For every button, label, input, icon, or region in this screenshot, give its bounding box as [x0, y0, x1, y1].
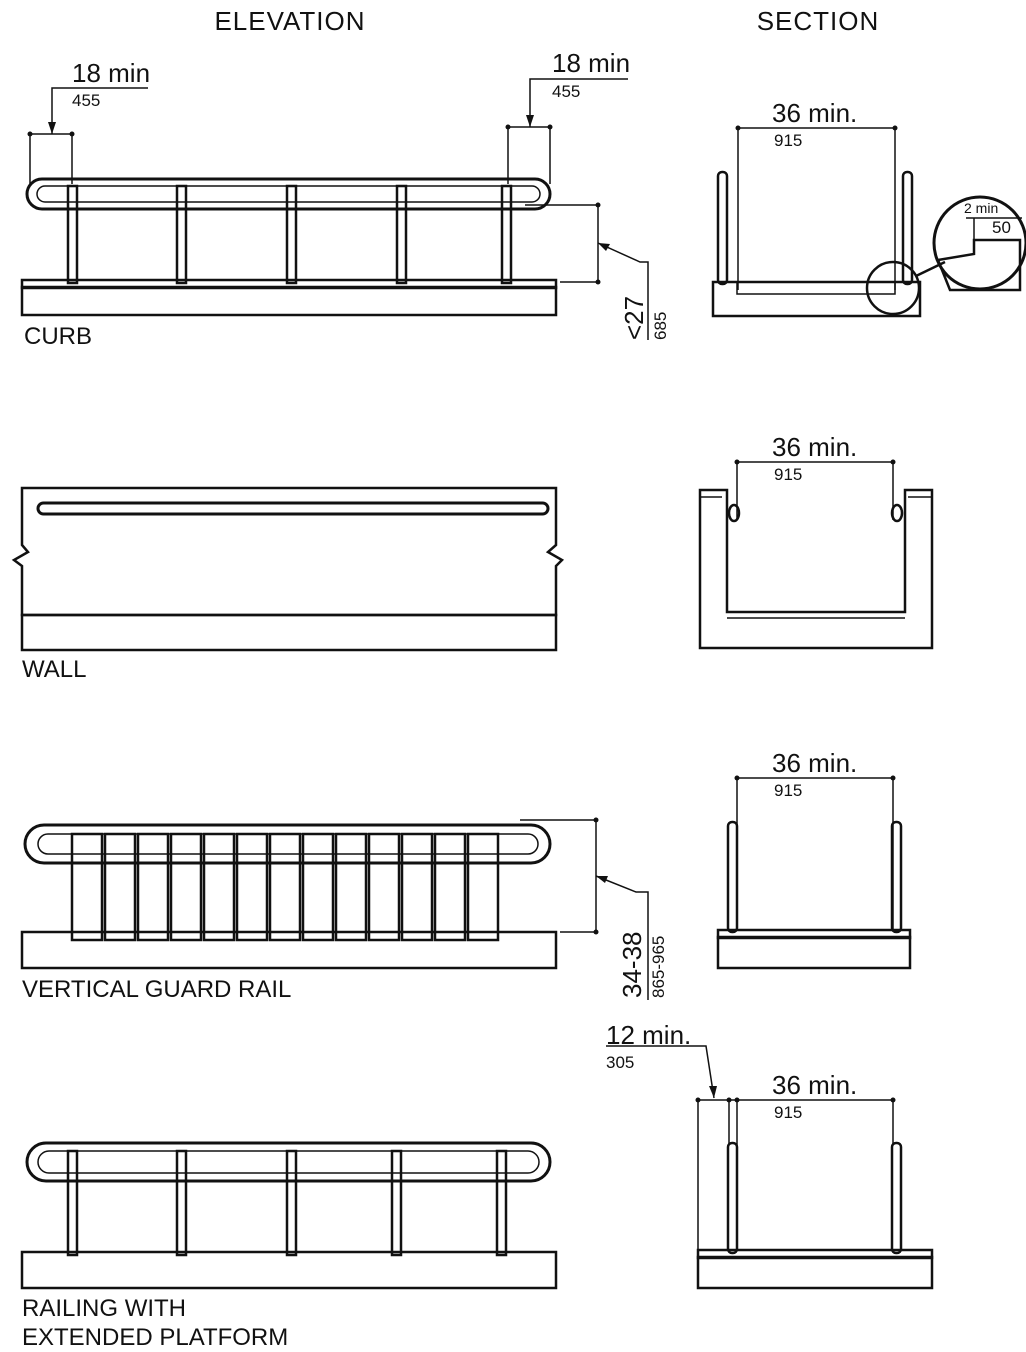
guard-rail-section-left-post	[726, 820, 739, 934]
curb-section-width-imperial: 36 min.	[772, 98, 857, 128]
platform-slab	[20, 1250, 558, 1290]
platform-extension-metric: 305	[606, 1053, 634, 1072]
wall-slab	[20, 613, 558, 652]
curb-section-left-post	[716, 170, 729, 286]
guard-rail-top-rail-inner	[37, 833, 539, 855]
curb-posts	[66, 184, 513, 285]
platform-posts	[66, 1149, 508, 1257]
guard-rail-balusters	[70, 832, 500, 942]
platform-section-width-imperial: 36 min.	[772, 1070, 857, 1100]
curb-right-dim-imperial: 18 min	[552, 48, 630, 78]
wall-section-width-imperial: 36 min.	[772, 432, 857, 462]
curb-slab	[20, 285, 558, 317]
guard-rail-height-imperial: 34-38	[617, 932, 647, 999]
curb-top-rail-outer	[25, 177, 552, 211]
guard-rail-slab	[20, 930, 558, 970]
guard-rail-section-width-imperial: 36 min.	[772, 748, 857, 778]
platform-extension-imperial: 12 min.	[606, 1020, 691, 1050]
guard-rail-section-width-metric: 915	[774, 781, 802, 800]
section-header: SECTION	[757, 6, 880, 36]
guard-rail-top-rail-outer	[23, 823, 552, 865]
guard-rail-elevation: 34-38 865-965 VERTICAL GUARD RAIL	[20, 817, 668, 1003]
extended-platform-section: 12 min. 305 36 min. 915	[606, 1020, 934, 1290]
wall-section-right-handrail	[890, 503, 904, 523]
wall-handrail	[36, 501, 550, 516]
platform-section-width-metric: 915	[774, 1103, 802, 1122]
guard-rail-height-metric: 865-965	[649, 936, 668, 998]
platform-top-rail-outer	[25, 1141, 552, 1183]
wall-label: WALL	[22, 656, 86, 683]
guard-rail-section-right-post	[890, 820, 903, 934]
guard-rail-label: VERTICAL GUARD RAIL	[22, 976, 291, 1003]
curb-section-recess	[736, 281, 896, 295]
platform-top-rail-inner	[37, 1150, 540, 1174]
curb-elevation: 18 min 455 18 min 455 <27 685 CURB	[20, 48, 670, 350]
curb-top-rail-inner	[36, 185, 541, 203]
wall-section-left-handrail	[727, 503, 741, 523]
wall-section-width-metric: 915	[774, 465, 802, 484]
platform-section-right-post	[890, 1141, 903, 1255]
wall-face	[11, 486, 565, 617]
elevation-header: ELEVATION	[214, 6, 365, 36]
curb-height-metric: 685	[651, 312, 670, 340]
platform-section-left-post	[726, 1141, 739, 1255]
wall-section-channel	[698, 488, 934, 650]
extended-platform-elevation: RAILING WITH EXTENDED PLATFORM	[20, 1141, 558, 1351]
curb-label: CURB	[24, 323, 92, 350]
curb-height-imperial: <27	[619, 296, 649, 340]
curb-detail-dim-imperial: 2 min	[964, 200, 998, 216]
guard-rail-section-slab	[716, 935, 912, 970]
curb-left-dim-imperial: 18 min	[72, 58, 150, 88]
curb-left-dim-metric: 455	[72, 91, 100, 110]
platform-section-slab	[696, 1255, 934, 1290]
curb-detail-dim-metric: 50	[992, 218, 1011, 237]
wall-section: 36 min. 915	[698, 432, 934, 650]
curb-section-width-metric: 915	[774, 131, 802, 150]
guard-rail-section: 36 min. 915	[716, 748, 912, 970]
wall-elevation: WALL	[11, 486, 565, 683]
platform-label-line2: EXTENDED PLATFORM	[22, 1324, 288, 1351]
curb-detail-circle	[865, 260, 921, 316]
curb-right-dim-metric: 455	[552, 82, 580, 101]
curb-section-slab	[711, 280, 922, 318]
curb-section: 36 min. 915 2 min 50	[711, 98, 1026, 318]
curb-section-right-post	[901, 170, 914, 286]
platform-label-line1: RAILING WITH	[22, 1295, 186, 1322]
